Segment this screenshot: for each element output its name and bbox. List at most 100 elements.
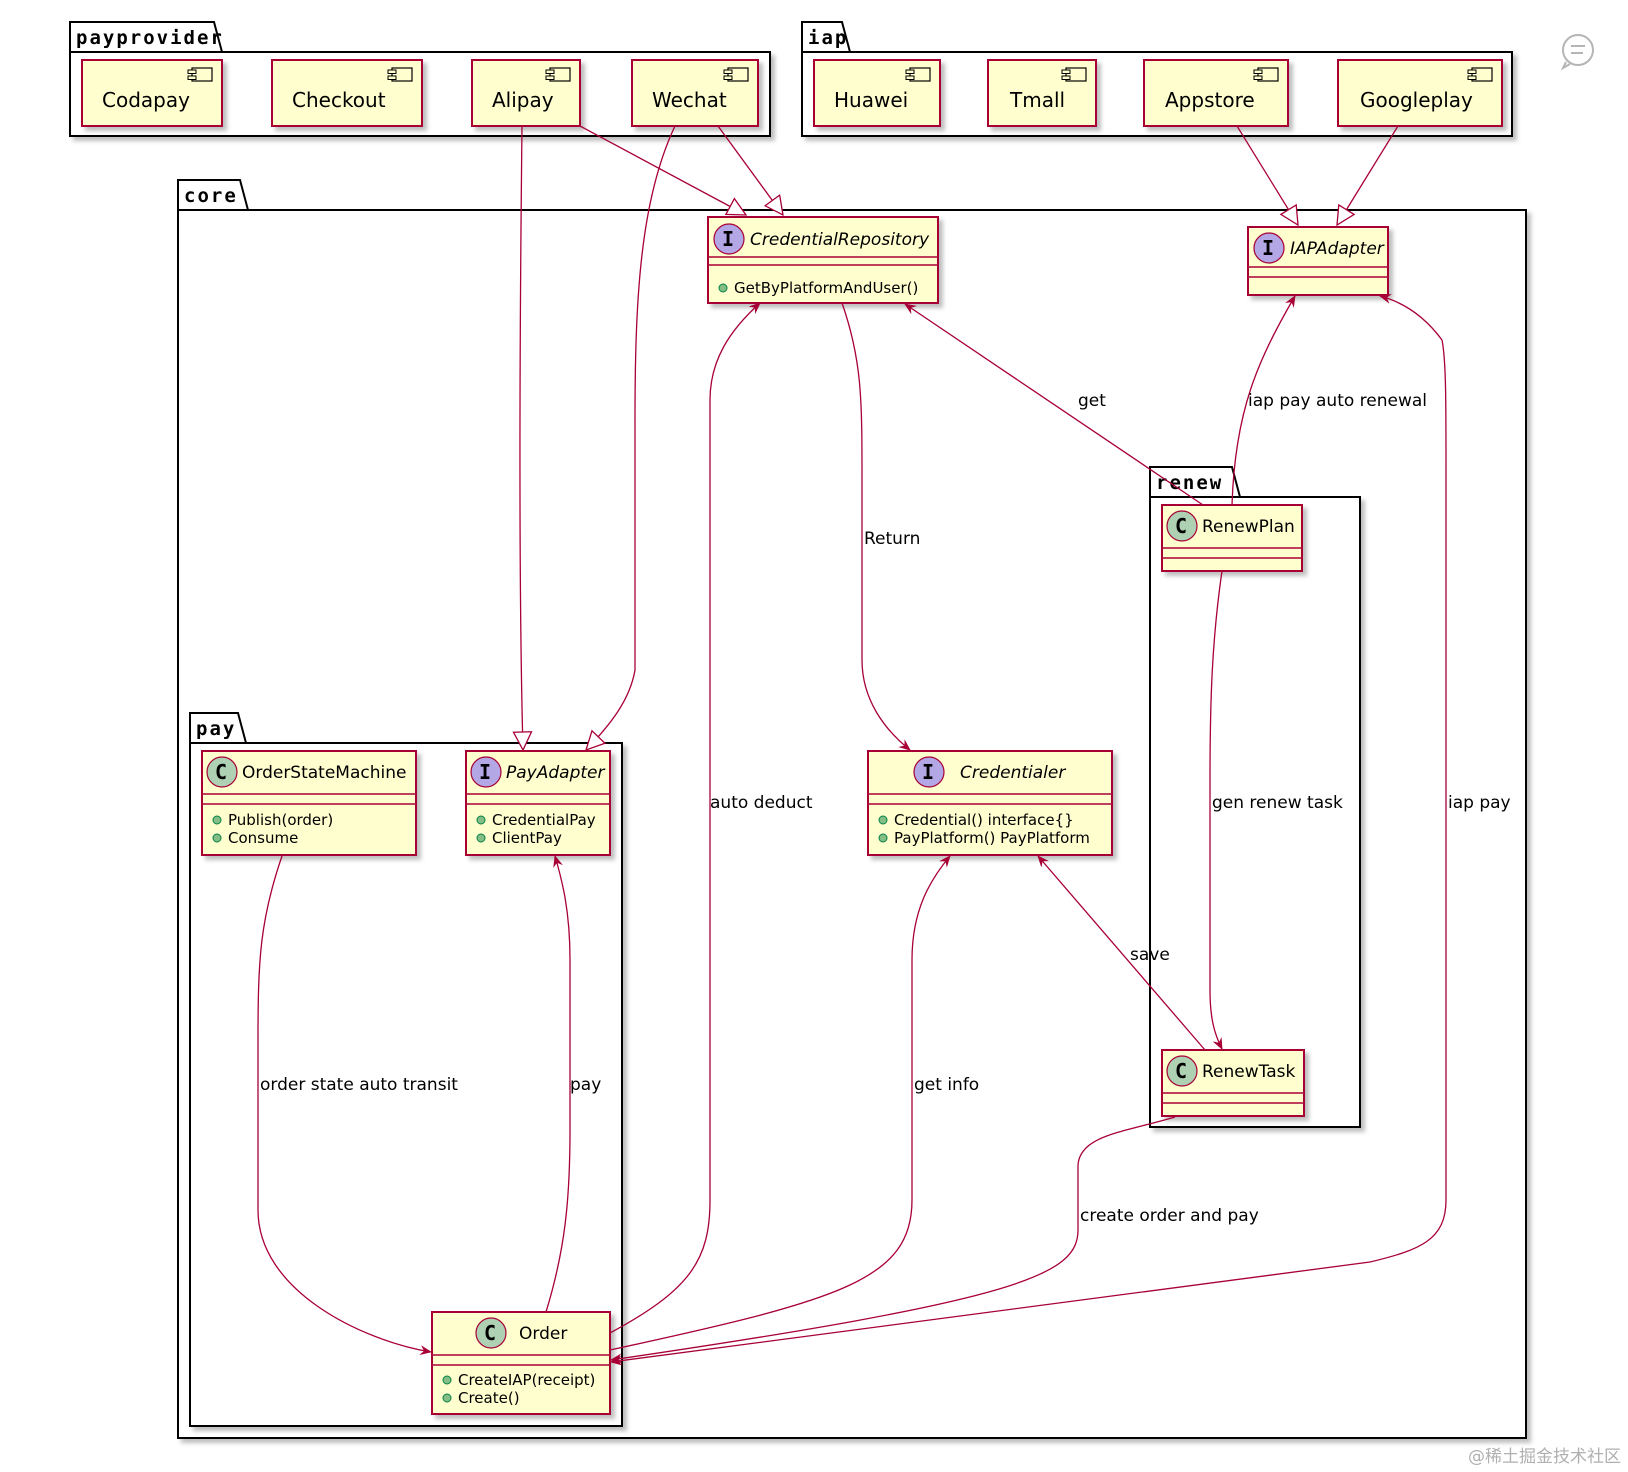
order-state-machine-name: OrderStateMachine: [242, 763, 406, 783]
component-appstore-label: Appstore: [1165, 88, 1255, 112]
class-order: C Order CreateIAP(receipt) Create(): [431, 1311, 611, 1415]
edge-appstore-iap-adapter: [1236, 125, 1298, 225]
class-renew-task: C RenewTask: [1161, 1049, 1305, 1117]
edge-wechat-pay-adapter: [586, 125, 676, 750]
component-checkout: Checkout: [271, 59, 423, 127]
component-huawei-label: Huawei: [834, 88, 908, 112]
edge-order-pay-adapter: [545, 855, 571, 1313]
renew-task-name: RenewTask: [1202, 1062, 1295, 1082]
edge-iap-pay-arrowhead: [1379, 294, 1443, 341]
component-icon: [1065, 67, 1087, 82]
edge-alipay-pay-adapter: [520, 125, 523, 750]
edge-label-order-state-auto-transit: order state auto transit: [260, 1075, 458, 1095]
edge-wechat-credential-repository: [717, 125, 783, 215]
component-codapay: Codapay: [81, 59, 223, 127]
component-icon: [1471, 67, 1493, 82]
svg-text:C: C: [215, 760, 227, 784]
component-alipay: Alipay: [471, 59, 581, 127]
credentialer-name: Credentialer: [960, 763, 1066, 783]
component-googleplay: Googleplay: [1337, 59, 1503, 127]
edge-label-pay: pay: [570, 1075, 601, 1095]
edge-order-get-info: [609, 855, 951, 1351]
interface-icon: [713, 223, 745, 255]
edge-label-iap-pay-auto-renewal: iap pay auto renewal: [1248, 391, 1427, 411]
renew-plan-name: RenewPlan: [1202, 517, 1295, 537]
svg-text:C: C: [484, 1321, 496, 1345]
order-state-machine-method-1: Publish(order): [228, 811, 333, 829]
interface-credential-repository: I CredentialRepository GetByPlatformAndU…: [707, 216, 939, 304]
edge-order-iap-pay: [610, 339, 1447, 1366]
component-huawei: Huawei: [813, 59, 941, 127]
svg-text:I: I: [1262, 236, 1274, 260]
edge-alipay-credential-repository: [579, 125, 746, 215]
edge-label-iap-pay: iap pay: [1448, 793, 1511, 813]
credential-repository-method: GetByPlatformAndUser(): [734, 279, 918, 297]
credentialer-method-2: PayPlatform() PayPlatform: [894, 829, 1090, 847]
order-method-1: CreateIAP(receipt): [458, 1371, 595, 1389]
class-icon: [206, 756, 238, 788]
interface-iap-adapter: I IAPAdapter: [1247, 226, 1389, 296]
pay-adapter-name: PayAdapter: [506, 763, 605, 783]
edge-label-create-order-and-pay: create order and pay: [1080, 1206, 1259, 1226]
credential-repository-name: CredentialRepository: [750, 230, 930, 250]
component-alipay-label: Alipay: [492, 88, 554, 112]
component-appstore: Appstore: [1143, 59, 1289, 127]
svg-text:C: C: [1175, 1059, 1187, 1083]
watermark: @稀土掘金技术社区: [1468, 1447, 1621, 1467]
edge-renew-plan-get: [904, 303, 1204, 506]
edge-gen-renew-task: [1209, 570, 1223, 1050]
component-googleplay-label: Googleplay: [1360, 88, 1473, 112]
package-core-label: core: [184, 185, 238, 207]
order-state-machine-method-2: Consume: [228, 829, 298, 847]
component-wechat: Wechat: [631, 59, 759, 127]
component-wechat-label: Wechat: [652, 88, 727, 112]
svg-text:C: C: [1175, 514, 1187, 538]
pay-adapter-method-1: CredentialPay: [492, 811, 596, 829]
interface-pay-adapter: I PayAdapter CredentialPay ClientPay: [465, 750, 611, 856]
edge-order-auto-deduct: [609, 302, 761, 1334]
component-icon: [727, 67, 749, 82]
edge-renew-task-save: [1037, 855, 1206, 1051]
edge-label-auto-deduct: auto deduct: [710, 793, 813, 813]
edge-order-state-transit: [257, 855, 432, 1356]
class-icon: [1166, 1055, 1198, 1087]
edge-return-credentialer: [841, 302, 911, 751]
interface-icon: [470, 756, 502, 788]
component-icon: [1257, 67, 1279, 82]
edge-create-order-and-pay: [610, 1116, 1176, 1364]
svg-text:I: I: [479, 760, 491, 784]
component-tmall-label: Tmall: [1009, 88, 1065, 112]
package-renew: renew: [1149, 466, 1361, 1128]
interface-icon: [1253, 232, 1285, 264]
component-icon: [191, 67, 213, 82]
component-codapay-label: Codapay: [102, 88, 190, 112]
component-checkout-label: Checkout: [292, 88, 386, 112]
svg-text:I: I: [922, 760, 934, 784]
iap-adapter-name: IAPAdapter: [1290, 239, 1385, 259]
edge-googleplay-iap-adapter: [1337, 125, 1399, 225]
class-icon: [1166, 510, 1198, 542]
svg-text:I: I: [722, 227, 734, 251]
edge-label-save: save: [1130, 945, 1170, 965]
component-tmall: Tmall: [987, 59, 1097, 127]
edge-renew-plan-iap-adapter: [1231, 295, 1296, 506]
edge-label-return: Return: [864, 529, 920, 549]
edge-label-gen-renew-task: gen renew task: [1212, 793, 1343, 813]
class-order-state-machine: C OrderStateMachine Publish(order) Consu…: [201, 750, 417, 856]
component-icon: [909, 67, 931, 82]
component-icon: [549, 67, 571, 82]
edge-label-get-info: get info: [914, 1075, 979, 1095]
package-iap-label: iap: [808, 27, 848, 49]
order-name: Order: [519, 1324, 567, 1344]
package-renew-label: renew: [1156, 472, 1223, 494]
pay-adapter-method-2: ClientPay: [492, 829, 562, 847]
class-icon: [475, 1317, 507, 1349]
edge-label-get: get: [1078, 391, 1106, 411]
interface-icon: [913, 756, 945, 788]
interface-credentialer: I Credentialer Credential() interface{} …: [867, 750, 1113, 856]
package-pay-label: pay: [196, 718, 236, 740]
package-payprovider-label: payprovider: [76, 27, 224, 49]
comment-icon[interactable]: [1560, 34, 1594, 71]
component-icon: [391, 67, 413, 82]
